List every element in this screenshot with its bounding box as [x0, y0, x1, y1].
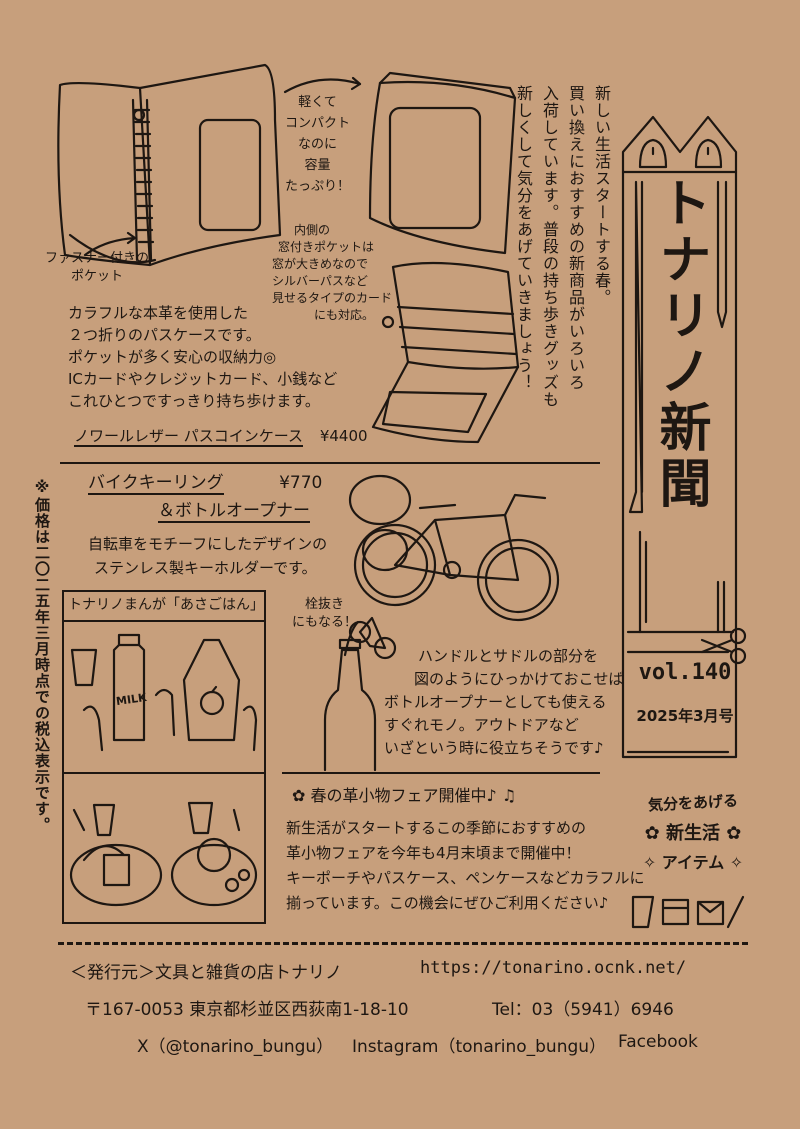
pass-case-product: ノワールレザー パスコインケース ¥4400: [74, 425, 368, 447]
manga-title: トナリノまんが「あさごはん」: [62, 590, 264, 622]
fair-description: 新生活がスタートするこの季節におすすめの 革小物フェアを今年も4月末頃まで開催中…: [286, 819, 645, 912]
footer-divider: [58, 942, 748, 945]
masthead-date: 2025年3月号: [636, 707, 734, 725]
bike-price: ¥770: [279, 473, 323, 493]
footer-publisher: ＜発行元＞文具と雑貨の店トナリノ: [70, 963, 342, 983]
note-opener: 栓抜き にもなる！: [292, 597, 358, 630]
footer-address: 〒167-0053 東京都杉並区西荻南1-18-10: [85, 1000, 409, 1020]
pass-case-name: ノワールレザー パスコインケース: [74, 427, 304, 447]
badge: 気分をあげる ✿ 新生活 ✿ ✧ アイテム ✧: [618, 792, 768, 873]
stationery-icon: [631, 895, 745, 929]
flower-icon: ✿: [292, 786, 306, 805]
footer-x-link[interactable]: X（@tonarino_bungu）: [137, 1037, 334, 1057]
pass-case-open-illustration: [371, 261, 520, 444]
footer-tel[interactable]: Tel：03（5941）6946: [492, 1000, 674, 1020]
star-icon: ✧: [642, 853, 657, 872]
note-zip-pocket: ファスナー付きの ポケット: [45, 251, 150, 284]
intro-text: 新しい生活スタートする春。 買い換えにおすすめの新商品がいろいろ 入荷しています…: [514, 85, 611, 408]
scissors-icon: [700, 627, 747, 665]
pass-case-price: ¥4400: [319, 427, 368, 445]
pass-case-zipper-illustration: [57, 63, 282, 267]
bottle-opener-illustration: [323, 616, 397, 772]
star-icon: ✧: [729, 853, 744, 872]
bike-product-name-2: ＆ボトルオープナー: [158, 501, 310, 523]
badge-line3: ✧ アイテム ✧: [642, 853, 744, 872]
pass-case-back-illustration: [368, 71, 517, 255]
fair-title: ✿ 春の革小物フェア開催中♪ ♫: [292, 786, 517, 805]
arrow-zip-icon: [83, 231, 137, 257]
masthead-title: トナリノ新聞: [650, 176, 710, 512]
masthead-vol: vol.140: [638, 660, 732, 685]
note-compact: 軽くて コンパクト なのに 容量 たっぷり！: [285, 95, 351, 194]
music-notes-icon: ♫: [501, 786, 517, 805]
divider-fair: [282, 772, 600, 774]
manga-frame: [62, 590, 266, 924]
arrow-compact-icon: [283, 76, 362, 94]
footer-url[interactable]: https://tonarino.ocnk.net/: [420, 958, 687, 978]
flower-icon: ✿: [726, 823, 742, 844]
bike-usage: ハンドルとサドルの部分を 図のようにひっかけておこせば ボトルオープナーとしても…: [384, 647, 624, 757]
flower-icon: ✿: [644, 823, 660, 844]
pass-case-description: カラフルな本革を使用した ２つ折りのパスケースです。 ポケットが多く安心の収納力…: [68, 304, 338, 410]
manga-panel-2-illustration: [69, 801, 258, 907]
bike-product-name: バイクキーリング ¥770: [88, 473, 323, 495]
manga-panel-1-illustration: [70, 633, 258, 752]
price-note: ※価格は二〇二五年三月時点での税込表示です。: [33, 478, 51, 833]
footer-facebook-link[interactable]: Facebook: [618, 1032, 698, 1052]
bike-keyring-illustration: [348, 474, 560, 622]
badge-line2: ✿ 新生活 ✿: [644, 823, 742, 844]
note-inner-window: 内側の 窓付きポケットは 窓が大きめなので シルバーパスなど 見せるタイプのカー…: [272, 223, 393, 322]
masthead-frame: [621, 115, 738, 759]
divider-top: [60, 462, 600, 464]
footer-instagram-link[interactable]: Instagram（tonarino_bungu）: [352, 1037, 607, 1057]
bike-description: 自転車をモチーフにしたデザインの ステンレス製キーホルダーです。: [88, 535, 328, 577]
manga-panel-divider: [62, 772, 264, 774]
